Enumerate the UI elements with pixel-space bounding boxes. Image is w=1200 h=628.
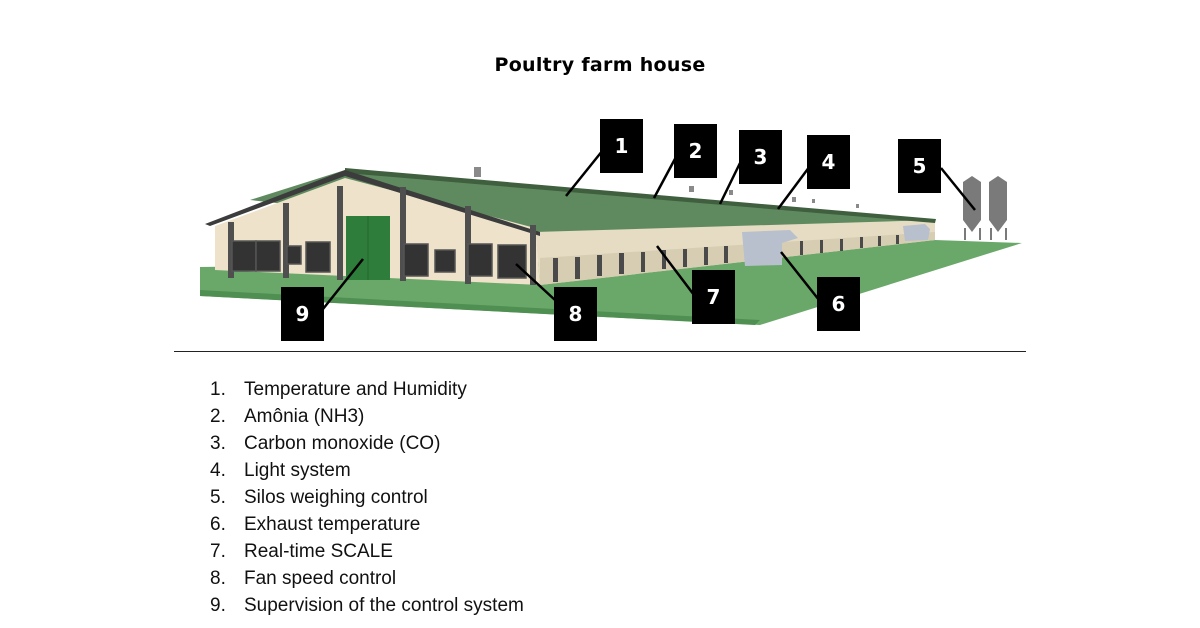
legend-item: 1. Temperature and Humidity [210,376,524,403]
legend-text: Light system [244,460,351,481]
legend-number: 8. [210,568,226,589]
leader-line-2 [652,156,678,199]
leader-line-7 [656,245,695,296]
legend-text: Exhaust temperature [244,514,421,535]
leader-line-5 [940,167,976,211]
exhaust-unit [742,230,798,266]
leader-line-4 [776,165,812,210]
fan [231,240,257,272]
legend-item: 7. Real-time SCALE [210,538,524,565]
legend-number: 9. [210,595,226,616]
callout-badge-1: 1 [600,119,643,173]
callout-badge-8: 8 [554,287,597,341]
leader-line-9 [322,258,364,310]
legend-text: Real-time SCALE [244,541,393,562]
diagram-title: Poultry farm house [494,54,706,76]
legend-number: 2. [210,406,226,427]
legend-text: Amônia (NH3) [244,406,365,427]
legend-item: 5. Silos weighing control [210,484,524,511]
callout-badge-7: 7 [692,270,735,324]
fan [467,243,493,277]
legend-list: 1. Temperature and Humidity 2. Amônia (NH3… [210,376,524,619]
legend-text: Carbon monoxide (CO) [244,433,441,454]
legend-item: 8. Fan speed control [210,565,524,592]
legend-number: 3. [210,433,226,454]
callout-badge-9: 9 [281,287,324,341]
legend-number: 5. [210,487,226,508]
legend-number: 7. [210,541,226,562]
legend-text: Fan speed control [244,568,397,589]
fan [286,245,302,265]
leader-line-1 [565,149,604,197]
leader-line-6 [780,251,820,301]
legend-number: 6. [210,514,226,535]
callout-badge-3: 3 [739,130,782,184]
legend-item: 9. Supervision of the control system [210,592,524,619]
fan [255,240,281,272]
legend-item: 2. Amônia (NH3) [210,403,524,430]
legend-number: 4. [210,460,226,481]
callout-badge-5: 5 [898,139,941,193]
legend-item: 6. Exhaust temperature [210,511,524,538]
poultry-house-illustration [200,149,1022,325]
legend-item: 4. Light system [210,457,524,484]
callout-badge-6: 6 [817,277,860,331]
fan [403,243,429,277]
leader-line-3 [718,160,743,205]
fan [497,244,527,279]
callout-badge-4: 4 [807,135,850,189]
legend-text: Temperature and Humidity [244,379,467,400]
divider-line [174,351,1026,352]
callout-badge-2: 2 [674,124,717,178]
legend-text: Supervision of the control system [244,595,524,616]
silos [963,176,1007,240]
leader-line-8 [515,263,556,301]
fan [434,249,456,273]
legend-number: 1. [210,379,226,400]
fan [305,241,331,273]
legend-item: 3. Carbon monoxide (CO) [210,430,524,457]
legend-text: Silos weighing control [244,487,428,508]
